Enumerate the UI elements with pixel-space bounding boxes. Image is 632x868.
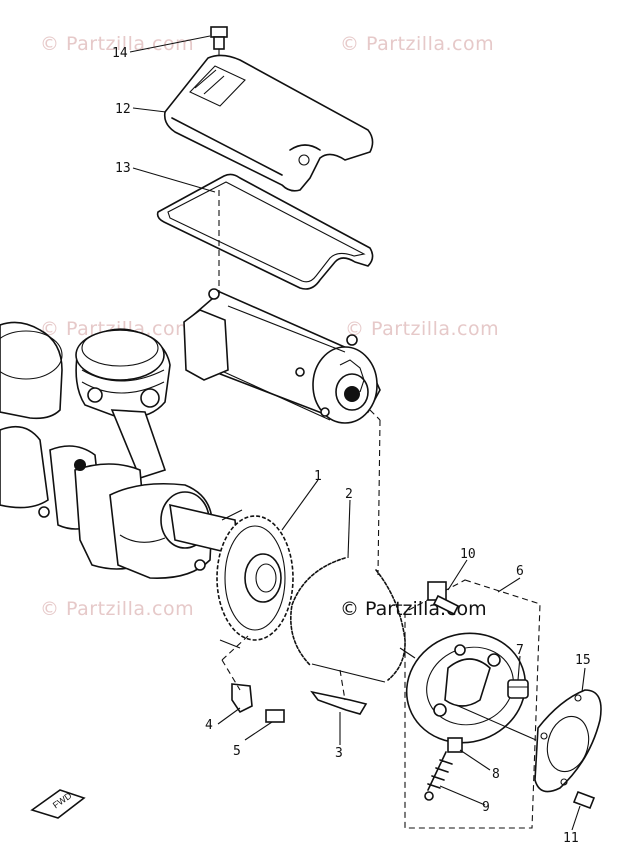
callout-numbers: 14 12 13 1 2 10 6 7 15 4 5 3 8 9 11 xyxy=(112,46,591,846)
part-7-roller xyxy=(507,679,529,699)
crankshaft-assembly xyxy=(0,321,239,579)
callout-15: 15 xyxy=(575,653,591,668)
connector-lines xyxy=(221,635,537,741)
callout-14: 14 xyxy=(112,46,128,61)
callout-1: 1 xyxy=(314,469,322,484)
callout-2: 2 xyxy=(345,487,353,502)
starter-motor xyxy=(183,288,381,576)
callout-8: 8 xyxy=(492,767,500,782)
part-8-plunger xyxy=(447,737,463,753)
callout-3: 3 xyxy=(335,746,343,761)
part-12-starter-cover xyxy=(163,54,374,192)
fwd-arrow-icon: FWD xyxy=(30,789,86,819)
part-6-starter-clutch xyxy=(404,579,541,829)
callout-12: 12 xyxy=(115,102,131,117)
callout-4: 4 xyxy=(205,718,213,733)
watermark-top-right: © Partzilla.com xyxy=(340,33,494,55)
watermarks: © Partzilla.com © Partzilla.com © Partzi… xyxy=(40,33,499,620)
part-5-screw xyxy=(265,709,285,723)
callout-10: 10 xyxy=(460,547,476,562)
part-2-starter-chain xyxy=(290,557,416,683)
watermark-center: © Partzilla.com xyxy=(340,598,487,620)
part-15-plate xyxy=(534,689,602,793)
part-11-screw xyxy=(572,790,596,810)
part-13-gasket xyxy=(156,173,374,292)
part-4-bracket xyxy=(231,683,253,714)
part-9-spring xyxy=(424,751,453,801)
callout-11: 11 xyxy=(563,831,579,846)
callout-5: 5 xyxy=(233,744,241,759)
part-10-bolt xyxy=(427,581,460,616)
watermark-mid-right: © Partzilla.com xyxy=(345,318,499,340)
callout-6: 6 xyxy=(516,564,524,579)
callout-13: 13 xyxy=(115,161,131,176)
callout-9: 9 xyxy=(482,800,490,815)
part-3-chain-guide xyxy=(310,690,368,715)
watermark-top-left: © Partzilla.com xyxy=(40,33,194,55)
callout-leaders xyxy=(129,35,586,831)
part-1-starter-sprocket xyxy=(216,509,294,649)
watermark-lower-left: © Partzilla.com xyxy=(40,598,194,620)
callout-7: 7 xyxy=(516,643,524,658)
